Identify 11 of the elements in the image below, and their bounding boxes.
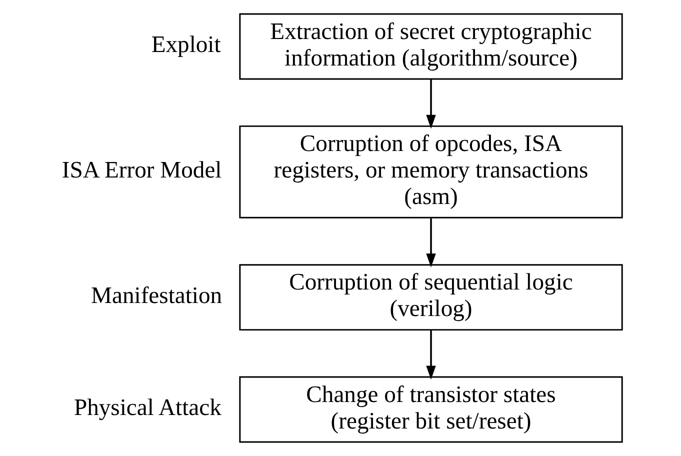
node-label: Physical Attack xyxy=(73,395,221,422)
arrow xyxy=(426,330,436,380)
node-box: Change of transistor states (register bit set/reset) xyxy=(238,376,622,443)
node-box: Extraction of secret cryptographic information (algorithm/source) xyxy=(238,13,622,80)
arrow xyxy=(426,218,436,268)
node-box: Corruption of sequential logic (verilog) xyxy=(238,264,622,331)
arrow xyxy=(426,80,436,129)
node-label: Manifestation xyxy=(90,282,222,309)
node-label: Exploit xyxy=(150,32,220,58)
node-label: ISA Error Model xyxy=(61,158,222,184)
node-box: Corruption of opcodes, ISA registers, or memory transactions (asm) xyxy=(238,125,622,218)
